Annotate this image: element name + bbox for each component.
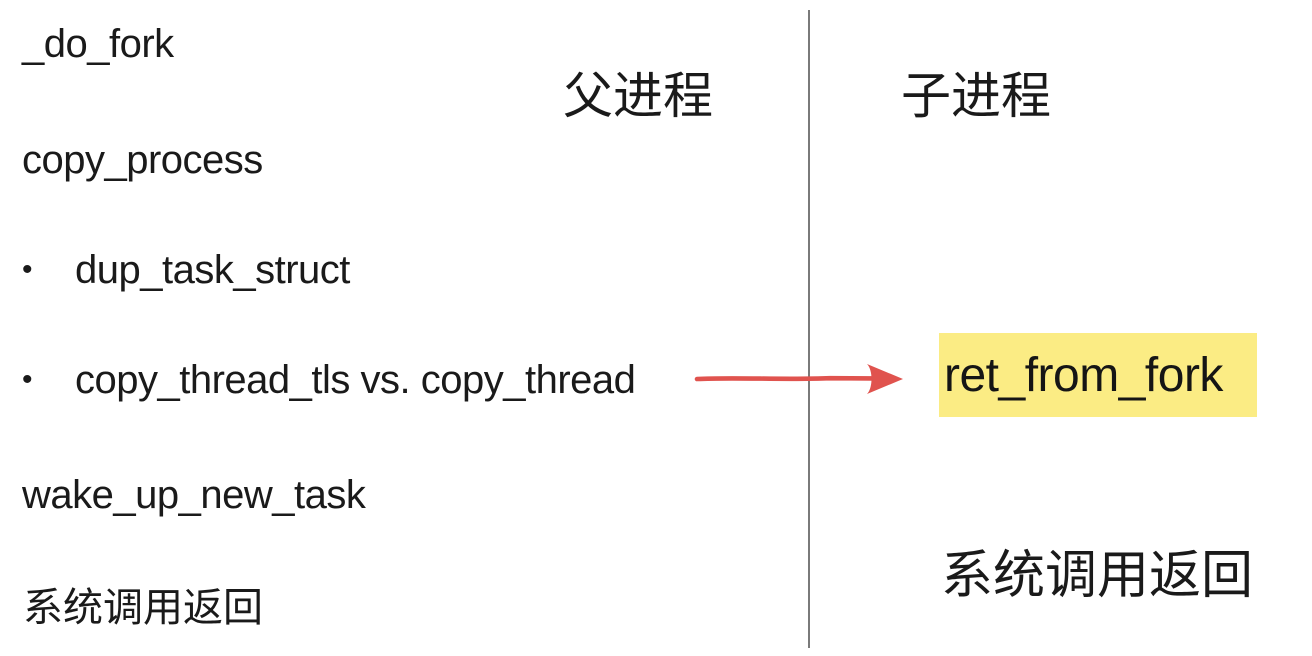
header-child-process: 子进程 (901, 68, 1051, 124)
column-divider (808, 10, 810, 648)
flow-arrow-icon (690, 358, 910, 400)
bullet-item-copy-thread: • copy_thread_tls vs. copy_thread (22, 356, 636, 404)
label-copy-process: copy_process (22, 138, 263, 182)
bullet-icon: • (22, 253, 33, 286)
label-ret-from-fork: ret_from_fork (944, 348, 1223, 402)
label-copy-thread-tls: copy_thread_tls vs. copy_thread (75, 358, 636, 402)
label-do-fork: _do_fork (22, 22, 174, 66)
bullet-item-dup-task-struct: • dup_task_struct (22, 246, 350, 294)
label-syscall-return-left: 系统调用返回 (23, 586, 263, 630)
label-wake-up-new-task: wake_up_new_task (22, 473, 366, 517)
bullet-icon: • (22, 363, 33, 396)
highlighted-ret-from-fork: ret_from_fork (939, 333, 1257, 417)
label-syscall-return-right: 系统调用返回 (941, 547, 1254, 605)
header-parent-process: 父进程 (563, 68, 713, 124)
label-dup-task-struct: dup_task_struct (75, 248, 350, 292)
